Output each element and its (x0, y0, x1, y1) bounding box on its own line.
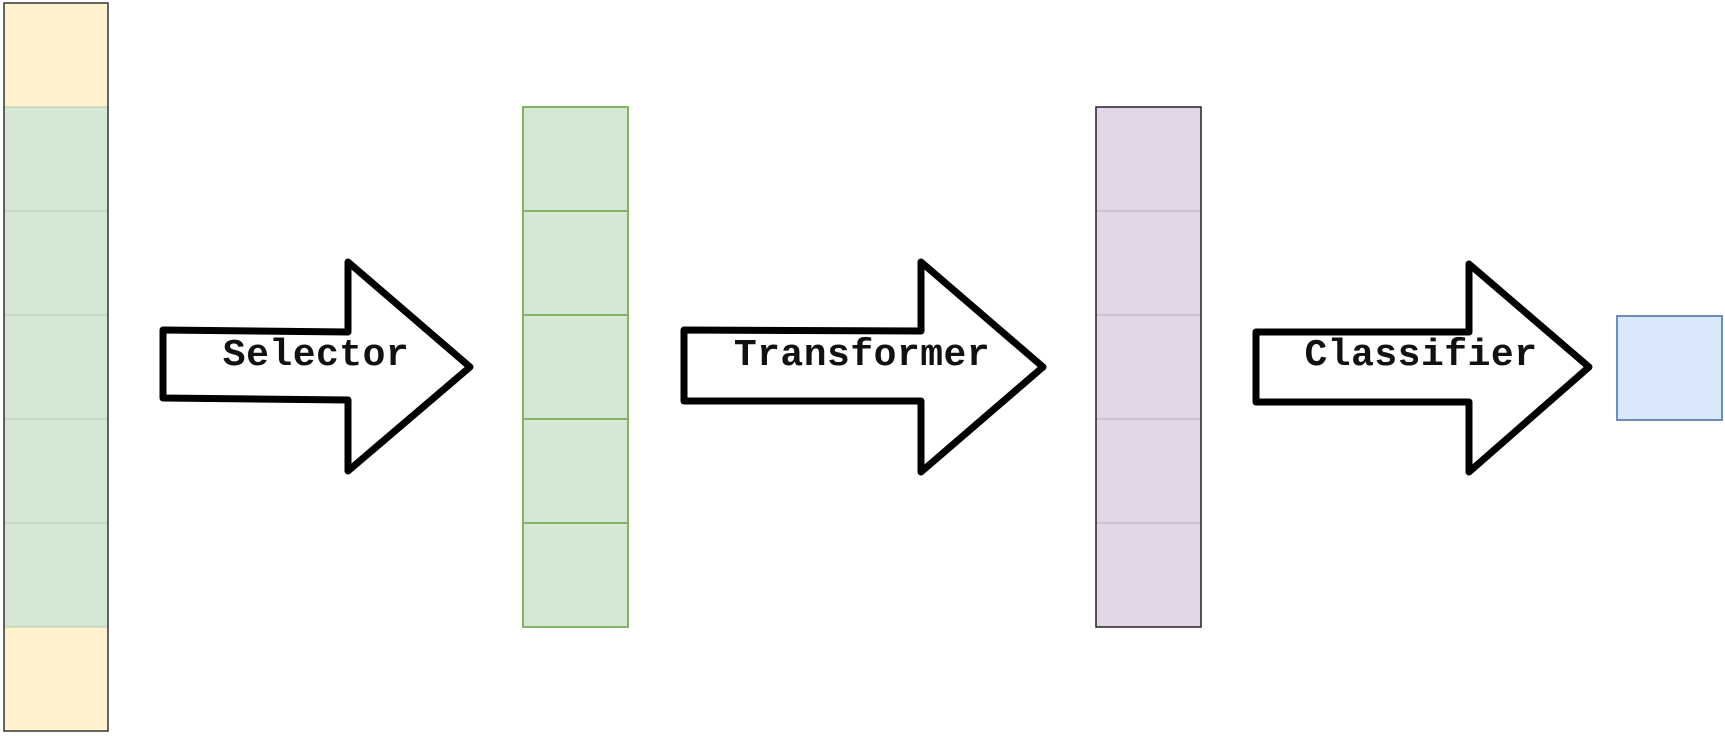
transformer-arrow-shape (680, 258, 1047, 476)
embedding-cell (1096, 107, 1201, 211)
input-token-cell (4, 107, 108, 211)
class-output-stack (1616, 315, 1723, 421)
selected-token-cell (522, 106, 629, 212)
input-token-cell (4, 419, 108, 523)
selected-token-cell (522, 522, 629, 628)
classifier-arrow: Classifier (1252, 260, 1593, 476)
embedding-stack-border (1095, 106, 1202, 628)
input-sequence-stack (3, 2, 109, 732)
input-pad-cell (4, 627, 108, 731)
input-token-cell (4, 315, 108, 419)
transformer-label: Transformer (734, 334, 990, 377)
input-pad-cell (4, 3, 108, 107)
embedding-cell (1096, 523, 1201, 627)
selector-arrow-shape (159, 258, 474, 475)
class-output-cell (1616, 315, 1723, 421)
selector-label: Selector (223, 334, 409, 377)
embedding-cell (1096, 419, 1201, 523)
embedding-cell (1096, 211, 1201, 315)
selected-token-cell (522, 418, 629, 524)
selector-arrow: Selector (159, 258, 474, 475)
selected-token-cell (522, 210, 629, 316)
input-token-cell (4, 211, 108, 315)
classifier-arrow-shape (1252, 260, 1593, 476)
input-stack-border (3, 2, 109, 732)
selected-token-cell (522, 314, 629, 420)
embedding-cell (1096, 315, 1201, 419)
input-token-cell (4, 523, 108, 627)
selected-tokens-stack (522, 106, 629, 628)
embeddings-stack (1095, 106, 1202, 628)
transformer-arrow: Transformer (680, 258, 1047, 476)
classifier-label: Classifier (1304, 334, 1537, 377)
